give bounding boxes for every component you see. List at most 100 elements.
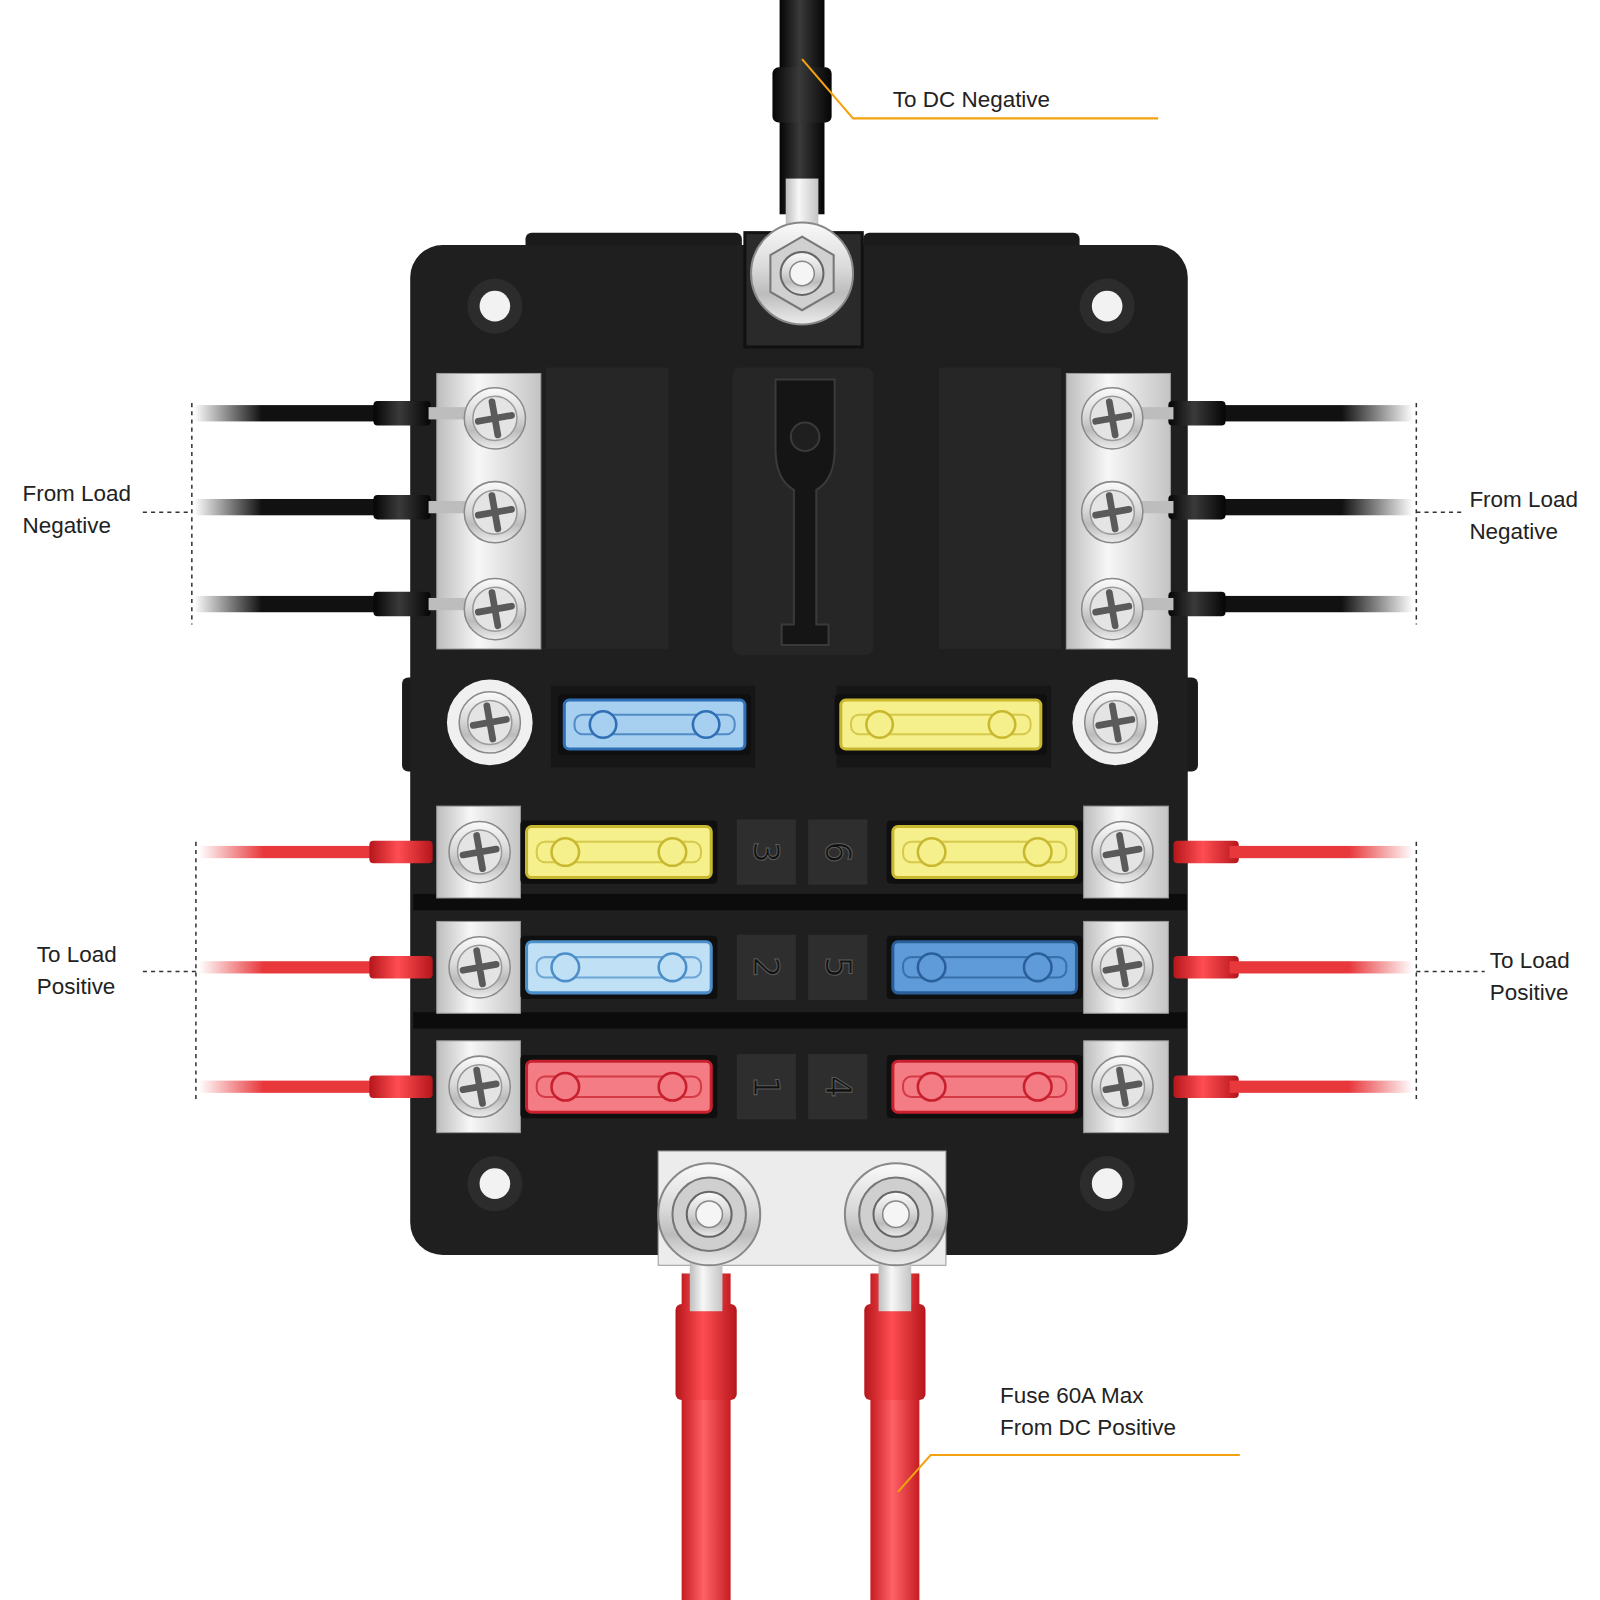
blade-fuse bbox=[527, 827, 712, 878]
screw-head bbox=[449, 1056, 510, 1117]
fuse-contact bbox=[918, 954, 946, 982]
fuse-socket bbox=[887, 936, 1083, 999]
screw-head bbox=[459, 692, 520, 753]
load-positive-wire bbox=[199, 846, 383, 858]
body-panel bbox=[939, 367, 1061, 649]
slot-number: 3 bbox=[749, 841, 784, 863]
phillips-cross bbox=[1096, 703, 1135, 742]
phillips-cross bbox=[460, 833, 499, 872]
positive-terminal-plate bbox=[1084, 921, 1169, 1013]
fuse-contact bbox=[552, 838, 580, 866]
fuse-socket bbox=[835, 694, 1047, 755]
stud-end bbox=[790, 261, 814, 285]
slot-number-box bbox=[808, 819, 867, 884]
load-negative-wire bbox=[194, 405, 388, 421]
load-negative-wire bbox=[194, 499, 388, 515]
fuse-socket bbox=[520, 820, 717, 883]
wire-crimp bbox=[369, 1076, 432, 1098]
phillips-cross bbox=[1093, 399, 1132, 438]
fuse-contact bbox=[552, 954, 580, 982]
screw-face bbox=[1090, 490, 1134, 534]
screw-head bbox=[449, 821, 510, 882]
slot-number-box bbox=[808, 1054, 867, 1119]
fuse-contact bbox=[552, 1073, 580, 1101]
screw-face bbox=[458, 1065, 502, 1109]
load-negative-wire bbox=[194, 596, 388, 612]
fuse-bay bbox=[551, 686, 755, 768]
ring-terminal bbox=[751, 222, 853, 324]
blade-fuse bbox=[841, 700, 1041, 749]
stud-thread bbox=[687, 1192, 732, 1237]
stud-end bbox=[883, 1201, 910, 1228]
mounting-hole bbox=[480, 1168, 511, 1199]
dashed-bracket bbox=[1416, 403, 1464, 624]
positive-terminal-plate bbox=[437, 806, 521, 898]
wire-crimp bbox=[1173, 841, 1238, 863]
stud-thread bbox=[873, 1192, 918, 1237]
callout-label: From Load Negative bbox=[22, 479, 155, 542]
blade-fuse bbox=[527, 1061, 712, 1112]
screw-face bbox=[473, 396, 517, 440]
phillips-cross bbox=[1103, 833, 1142, 872]
positive-terminal-plate bbox=[1084, 1041, 1169, 1133]
slot-number-box bbox=[737, 1054, 796, 1119]
stud-end bbox=[696, 1201, 723, 1228]
phillips-cross bbox=[475, 493, 514, 532]
fuse-socket bbox=[887, 1055, 1083, 1118]
mounting-boss bbox=[1080, 1156, 1135, 1211]
fuse-contact bbox=[918, 1073, 946, 1101]
screw-head bbox=[449, 937, 510, 998]
wire-crimp bbox=[373, 592, 430, 616]
screw-washer bbox=[447, 680, 533, 766]
fuse-socket bbox=[520, 1055, 717, 1118]
leader-line bbox=[898, 1455, 1240, 1492]
load-negative-wire bbox=[1209, 499, 1413, 515]
screw-head bbox=[464, 388, 525, 449]
screw-head bbox=[1092, 1056, 1153, 1117]
wire-crimp bbox=[373, 495, 430, 519]
fuse-contact bbox=[1024, 838, 1052, 866]
terminal-tongue bbox=[429, 407, 470, 419]
fuse-contact bbox=[659, 838, 687, 866]
load-positive-wire bbox=[199, 961, 383, 973]
phillips-cross bbox=[470, 703, 509, 742]
phillips-cross bbox=[1093, 493, 1132, 532]
positive-terminal-plate bbox=[437, 1041, 521, 1133]
screw-washer bbox=[1072, 680, 1158, 766]
callout-label: From Load Negative bbox=[1469, 485, 1600, 548]
row-separator bbox=[413, 894, 1186, 910]
mounting-hole bbox=[1092, 1168, 1123, 1199]
slot-number: 5 bbox=[820, 956, 855, 978]
blade-fuse bbox=[564, 700, 745, 749]
screw-head bbox=[464, 579, 525, 640]
load-negative-wire bbox=[1209, 405, 1413, 421]
fuse-socket bbox=[558, 694, 751, 755]
phillips-cross bbox=[1103, 1067, 1142, 1106]
fuse-contact bbox=[1024, 1073, 1052, 1101]
ring-terminal bbox=[845, 1163, 947, 1265]
screw-head bbox=[1092, 821, 1153, 882]
dashed-bracket bbox=[1416, 842, 1484, 1100]
screw-head bbox=[1082, 388, 1143, 449]
terminal-tongue bbox=[429, 598, 470, 610]
slot-number-box bbox=[808, 935, 867, 1000]
screw-head bbox=[1085, 692, 1146, 753]
fuse-contact bbox=[989, 711, 1015, 737]
screw-face bbox=[473, 490, 517, 534]
wire-crimp bbox=[1168, 401, 1225, 425]
fuse-contact bbox=[590, 711, 616, 737]
screw-face bbox=[468, 700, 512, 744]
load-positive-wire bbox=[1230, 846, 1414, 858]
dashed-bracket bbox=[143, 403, 192, 624]
load-negative-wire bbox=[1209, 596, 1413, 612]
slot-number-box bbox=[737, 935, 796, 1000]
mounting-boss bbox=[467, 1156, 522, 1211]
heat-shrink-collar bbox=[676, 1304, 737, 1400]
fuse-contact bbox=[659, 1073, 687, 1101]
screw-face bbox=[1090, 587, 1134, 631]
leader-line bbox=[802, 59, 1158, 118]
blade-fuse bbox=[527, 942, 712, 993]
wire-crimp bbox=[1173, 956, 1238, 978]
